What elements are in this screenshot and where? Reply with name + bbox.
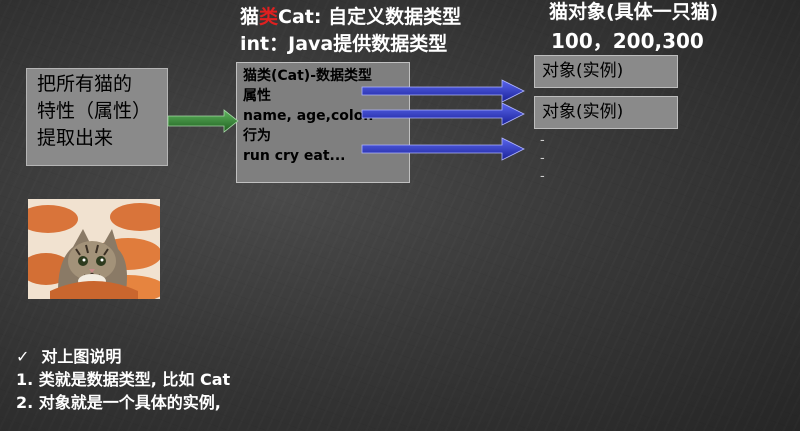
cat-class-box: 猫类(Cat)-数据类型 属性 name, age,color. 行为 run … xyxy=(236,62,410,183)
extract-line-3: 提取出来 xyxy=(37,127,114,149)
class-subtitle: int：Java提供数据类型 xyxy=(240,33,448,55)
class-box-attributes-label: 属性 xyxy=(243,88,271,104)
extract-line-1: 把所有猫的 xyxy=(37,73,133,95)
class-box-heading: 猫类(Cat)-数据类型 xyxy=(243,68,373,84)
object-instance-box-1: 对象(实例) xyxy=(534,55,678,88)
class-box-behaviors: run cry eat... xyxy=(243,148,346,164)
class-title: 猫类Cat: 自定义数据类型 xyxy=(240,2,461,29)
objects-title: 猫对象(具体一只猫) xyxy=(549,1,719,23)
check-icon: ✓ xyxy=(16,347,30,366)
note-item-2: 2. 对象就是一个具体的实例, xyxy=(16,393,221,412)
blue-arrow-class-to-more-objects xyxy=(361,137,525,161)
class-box-behaviors-label: 行为 xyxy=(243,128,271,144)
explanation-notes: ✓ 对上图说明 1. 类就是数据类型, 比如 Cat 2. 对象就是一个具体的实例… xyxy=(16,345,230,414)
blue-arrow-class-to-object-1 xyxy=(361,79,525,103)
objects-values: 100，200,300 xyxy=(551,29,704,53)
extract-line-2: 特性（属性） xyxy=(37,100,152,122)
extract-properties-box: 把所有猫的 特性（属性） 提取出来 xyxy=(26,68,168,166)
ellipsis-dash-1: - xyxy=(540,133,545,148)
ellipsis-dash-2: - xyxy=(540,151,545,166)
green-arrow-extract-to-class xyxy=(167,109,239,133)
class-box-attributes: name, age,color. xyxy=(243,108,374,124)
object-instance-box-2: 对象(实例) xyxy=(534,96,678,129)
notes-heading: ✓ 对上图说明 xyxy=(16,345,230,368)
ellipsis-dash-3: - xyxy=(540,169,545,184)
note-item-1: 1. 类就是数据类型, 比如 Cat xyxy=(16,370,231,389)
class-title-suffix: Cat: 自定义数据类型 xyxy=(278,6,462,28)
kitten-photo xyxy=(28,199,160,299)
class-title-prefix: 猫 xyxy=(240,6,260,28)
notes-heading-label: 对上图说明 xyxy=(41,347,122,366)
blue-arrow-class-to-object-2 xyxy=(361,102,525,126)
class-title-highlight: 类 xyxy=(259,6,279,28)
